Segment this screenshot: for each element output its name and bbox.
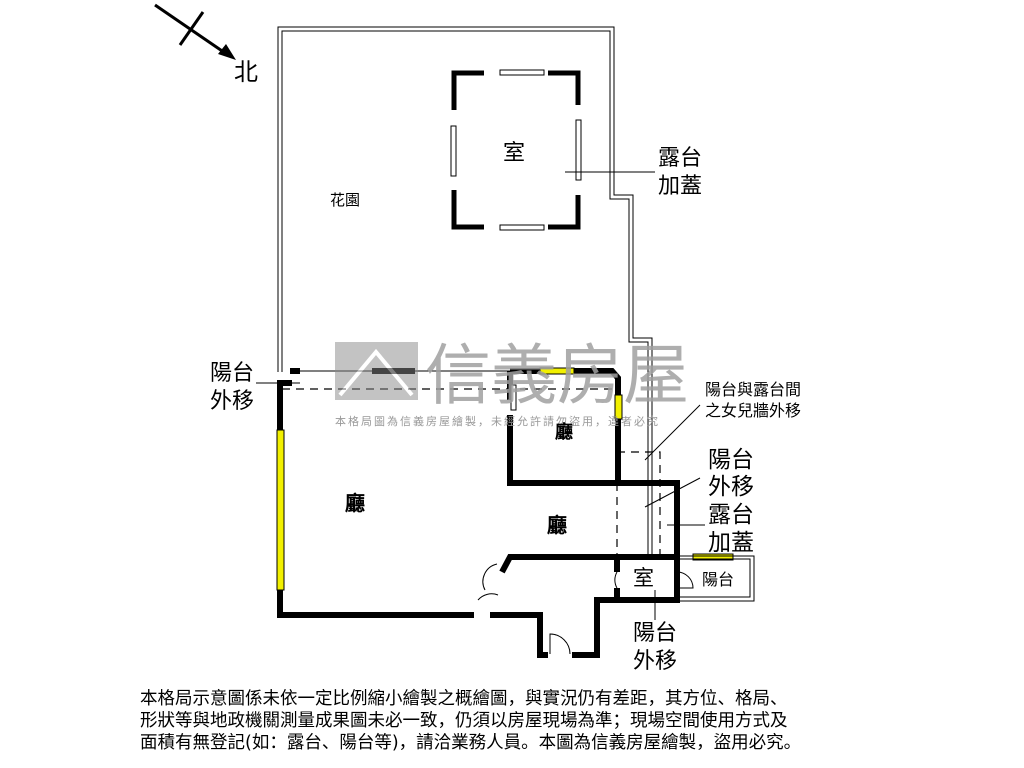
label-bottom-room: 室 (633, 566, 654, 590)
label-garden: 花園 (330, 191, 360, 209)
top-room-windows (450, 69, 582, 231)
label-small-hall: 廳 (555, 421, 573, 443)
balcony-outline (677, 555, 755, 602)
disclaimer-line: 面積有無登記(如：露台、陽台等)，請洽業務人員。本圖為信義房屋繪製，盜用必究。 (140, 733, 802, 753)
disclaimer: 本格局示意圖係未依一定比例縮小繪製之概繪圖，與實況仍有差距，其方位、格局、 形狀… (140, 688, 900, 754)
label-terrace-cover-2: 加蓋 (658, 174, 702, 199)
compass-arrow-icon (154, 3, 236, 60)
label-right-3: 露台 (708, 502, 754, 528)
leader-lines (256, 382, 705, 620)
label-balcony-shift-bottom-2: 外移 (633, 649, 677, 674)
windows (276, 367, 734, 591)
label-balcony-shift: 陽台 (210, 361, 254, 386)
north-label: 北 (234, 58, 258, 86)
label-parapet: 陽台與露台間 (705, 380, 801, 399)
label-terrace-cover: 露台 (658, 146, 702, 171)
disclaimer-line: 本格局示意圖係未依一定比例縮小繪製之概繪圖，與實況仍有差距，其方位、格局、 (140, 689, 788, 709)
label-center-hall: 廳 (547, 513, 567, 537)
label-right-2: 外移 (708, 474, 754, 500)
label-balcony-shift-2: 外移 (210, 389, 254, 414)
label-parapet-2: 之女兒牆外移 (705, 401, 801, 420)
disclaimer-line: 形狀等與地政機關測量成果圖未必一致，仍須以房屋現場為準；現場空間使用方式及 (140, 711, 788, 731)
label-top-room: 室 (503, 141, 525, 166)
watermark-logo (335, 342, 418, 400)
label-right-1: 陽台 (708, 447, 754, 473)
watermark-brand: 信義房屋 (425, 337, 689, 414)
label-balcony: 陽台 (702, 570, 734, 589)
watermark-notice: 本格局圖為信義房屋繪製，未經允許請勿盜用，違者必究 (335, 414, 660, 428)
top-room-walls (451, 70, 581, 230)
label-right-4: 加蓋 (708, 530, 754, 556)
doors (477, 563, 694, 655)
label-main-hall: 廳 (345, 491, 365, 515)
garden-outline (277, 26, 653, 557)
label-balcony-shift-bottom: 陽台 (633, 621, 677, 646)
